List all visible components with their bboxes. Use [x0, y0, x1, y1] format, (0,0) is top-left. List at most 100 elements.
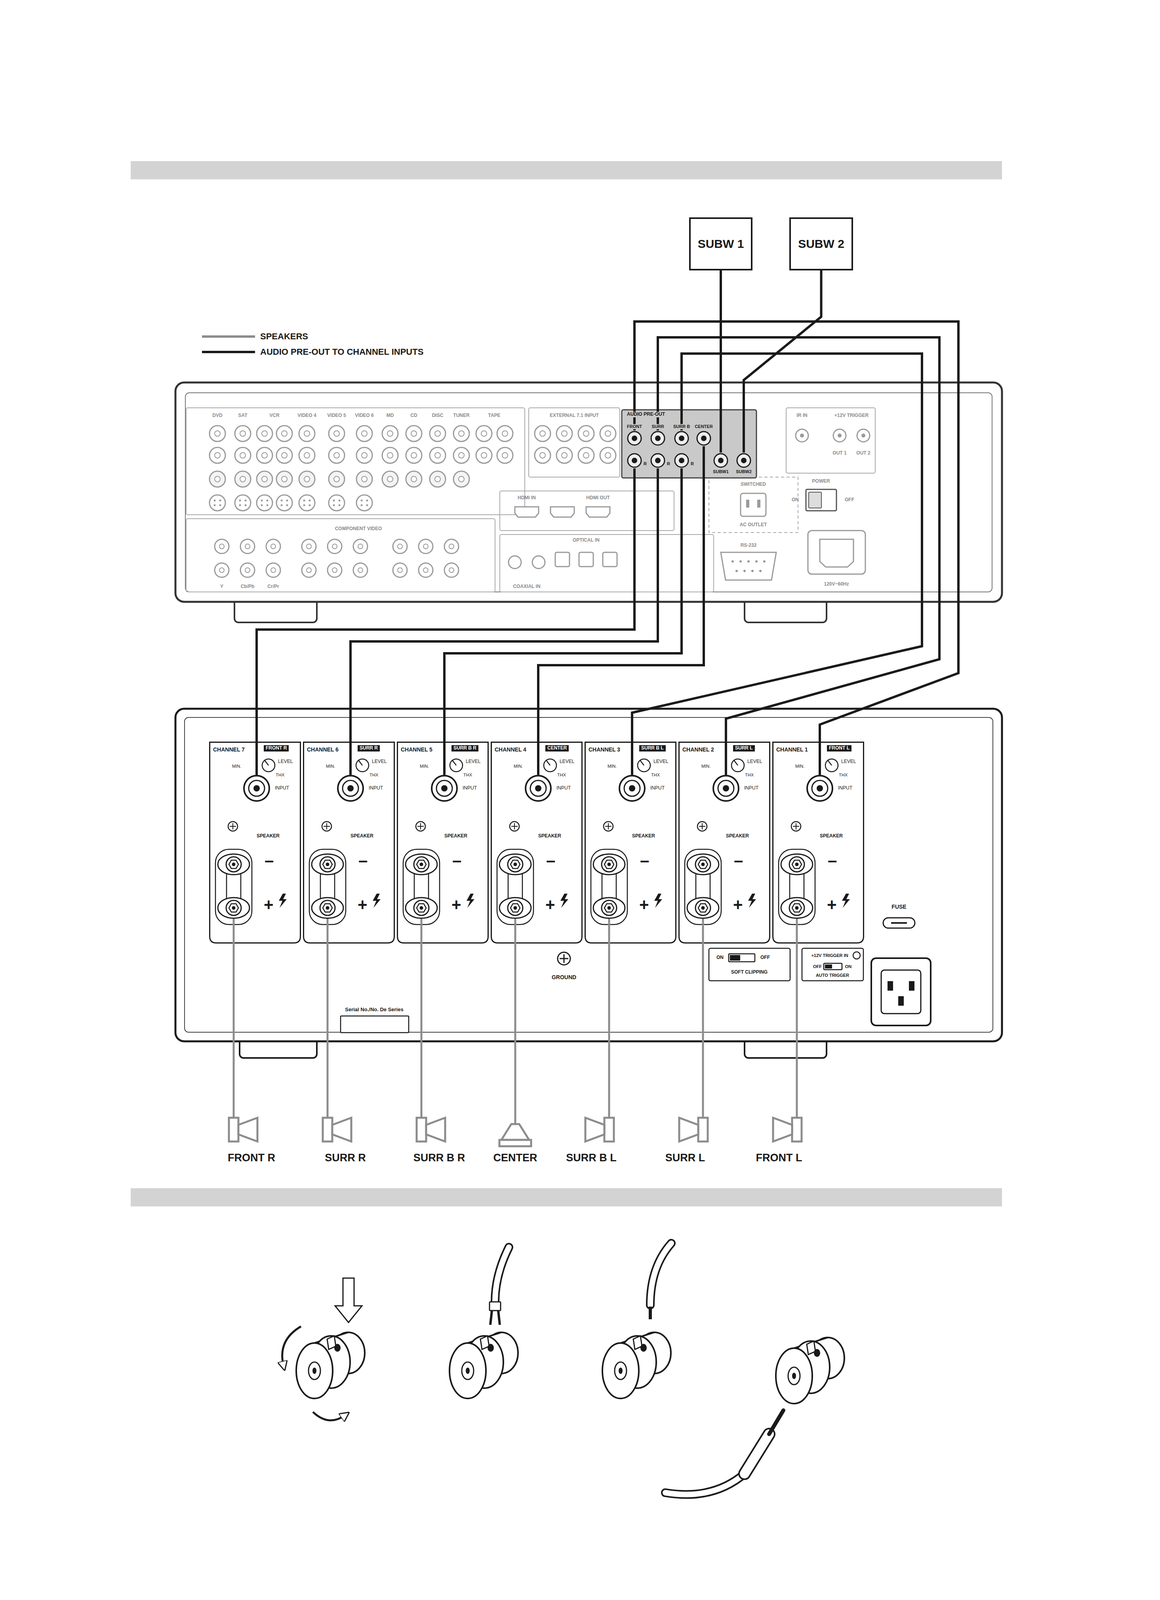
switch-knob [824, 964, 833, 969]
speaker-symbol [557, 1117, 625, 1149]
jack-label: INPUT [650, 785, 665, 792]
knob-pointer [264, 760, 269, 766]
polarity-sign: + [826, 895, 837, 915]
panel-screw [697, 821, 707, 832]
part-label: ON [845, 964, 852, 970]
jack-pin [441, 785, 448, 792]
speaker-symbol [217, 1117, 286, 1149]
spade-lug [489, 1302, 501, 1311]
channel-badge: SURR B R [451, 745, 479, 752]
mini-pin [861, 433, 866, 438]
part-label: OFF [844, 497, 855, 503]
component-jack [392, 539, 408, 554]
module-drawing [772, 741, 865, 944]
post-face [775, 1348, 813, 1404]
s-video-pin [286, 499, 289, 502]
rca-jack [356, 447, 373, 464]
terminal-wing [780, 854, 813, 875]
input-jack: INPUT [618, 775, 646, 802]
component-jack [266, 539, 281, 554]
speaker-lead [232, 918, 235, 944]
channel-title: CHANNEL 5 [400, 746, 433, 753]
channel-badge: SURR R [357, 745, 380, 752]
box-label: SUBW 1 [697, 237, 745, 252]
optical-port [579, 552, 594, 567]
polarity-sign: + [733, 895, 743, 915]
rca-pin [397, 567, 403, 573]
signal-cable [657, 337, 940, 776]
coaxial-jack [532, 556, 545, 569]
binding-post [449, 1332, 519, 1399]
signal-cable [444, 468, 682, 776]
rca-jack [328, 447, 345, 464]
component-jack [301, 563, 317, 578]
input-section [186, 407, 525, 515]
external-input-section [528, 407, 620, 478]
component-jack [327, 539, 342, 554]
polarity-sign: – [640, 851, 650, 871]
component-jack [327, 563, 342, 578]
jack-ring [627, 431, 642, 446]
knob-label: LEVEL [747, 759, 762, 765]
polarity-sign: + [263, 895, 274, 915]
module-drawing [678, 741, 771, 944]
polarity-sign: + [545, 895, 556, 915]
s-video-pin [360, 499, 363, 502]
component-jack [444, 539, 459, 554]
speaker: SURR B L [557, 1117, 625, 1173]
rca-pin [361, 452, 368, 459]
jack-label: INPUT [368, 785, 383, 792]
jack-ring [651, 431, 665, 446]
rca-pin [270, 544, 276, 549]
high-voltage-mark [841, 893, 850, 909]
knob-label: THX [275, 772, 285, 778]
input-jack: INPUT [806, 775, 834, 802]
speaker-wire [514, 943, 517, 1118]
rca-pin [605, 452, 611, 459]
terminal-cap [226, 900, 242, 916]
terminal-hole [701, 862, 705, 867]
rca-jack [209, 447, 226, 464]
rca-pin [245, 567, 250, 573]
jack-symbol [735, 452, 752, 469]
rca-jack [276, 425, 293, 442]
jack-ring [651, 453, 665, 468]
knob-label: MIN. [607, 763, 617, 770]
rca-pin [333, 476, 340, 482]
module-drawing [396, 741, 489, 944]
pre-out-jack: R [626, 452, 643, 469]
post-cross-hole [487, 1344, 494, 1353]
rca-pin [387, 476, 393, 482]
banana-pin [769, 1410, 784, 1435]
terminal-label: SPEAKER [538, 833, 562, 840]
module-outline [303, 742, 395, 944]
panel-title: AUDIO PRE-OUT [625, 411, 667, 418]
level-knob [637, 759, 651, 772]
jack-label: SUBW1 [712, 469, 730, 475]
signal-cable [743, 270, 822, 453]
knob-label: THX [744, 772, 754, 778]
speaker: FRONT L [745, 1117, 813, 1173]
post-face [449, 1343, 486, 1399]
terminal-cap [320, 857, 336, 873]
post-hole [618, 1367, 623, 1375]
rca-pin [219, 544, 225, 549]
mini-pin [800, 433, 804, 438]
knob-label: THX [369, 772, 379, 778]
rca-pin [333, 430, 340, 437]
mini-jack [833, 429, 846, 442]
banana-cable [665, 1474, 745, 1496]
receiver [175, 382, 1002, 623]
push-arrow [335, 1278, 362, 1323]
speaker-lead [608, 918, 611, 944]
fuse-holder [883, 918, 915, 929]
amp-inner [184, 717, 993, 1033]
level-knob [731, 759, 745, 772]
jack-symbol [626, 430, 643, 447]
s-video-pin [266, 499, 269, 502]
jack-pin [631, 435, 638, 442]
speaker-lead [326, 918, 329, 944]
